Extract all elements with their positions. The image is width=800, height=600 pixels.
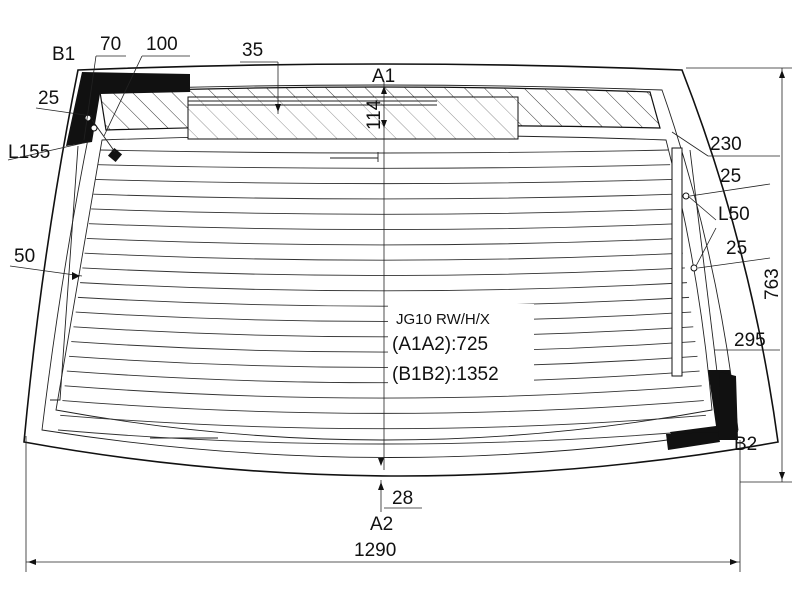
corner-block-b2-fill [718, 372, 738, 440]
part-info-bg [388, 304, 534, 388]
b1-connector [107, 147, 123, 163]
dim-100-line [103, 55, 143, 137]
defroster-line [77, 296, 690, 307]
arrow-head [275, 104, 281, 112]
dim-label-l50: L50 [718, 204, 750, 225]
right-bus-wire [689, 149, 719, 381]
dim-25-right-bottom-leader [697, 257, 771, 269]
dim-25-left-leader [35, 107, 93, 117]
right-terminal [690, 264, 698, 272]
dim-230-leader [671, 131, 709, 157]
point-label-a2: A2 [370, 514, 393, 535]
dim-50-leader [9, 265, 83, 277]
arrow-head [72, 272, 80, 280]
point-label-b2: B2 [734, 434, 757, 455]
part-a1a2: (A1A2):725 [392, 334, 488, 355]
dim-label-25-right-bottom: 25 [726, 238, 747, 259]
defroster-line [57, 429, 709, 445]
part-code: JG10 RW/H/X [396, 311, 490, 328]
defroster-line [80, 282, 687, 292]
defroster-line [73, 326, 694, 338]
b1-terminal [90, 124, 98, 132]
corner-block-bottom-right [666, 432, 720, 450]
arrow-head [381, 120, 387, 128]
defroster-line [66, 370, 700, 384]
arrow-head [28, 559, 36, 565]
shade-band-inner [188, 97, 518, 139]
dim-label-25-right-top: 25 [720, 166, 741, 187]
defroster-line [69, 355, 698, 368]
dim-25-right-top-leader [689, 183, 771, 197]
dim-label-25-left: 25 [38, 88, 59, 109]
dim-70-line [83, 55, 97, 141]
dim-label-70: 70 [100, 34, 121, 55]
defroster-lines [57, 149, 709, 445]
arrow-head [779, 472, 785, 480]
dim-label-763: 763 [762, 268, 783, 300]
dim-label-35: 35 [242, 40, 263, 61]
arrow-head [730, 559, 738, 565]
dim-label-l155: L155 [8, 142, 50, 163]
dim-label-50: 50 [14, 246, 35, 267]
defroster-line [62, 400, 704, 414]
defroster-line [75, 311, 692, 322]
dim-l155-leader [7, 141, 89, 161]
dim-l50-leader [695, 227, 717, 267]
defroster-line [64, 385, 702, 399]
arrow-head [378, 482, 384, 490]
glass-outline [23, 63, 779, 477]
point-label-b1: B1 [52, 44, 75, 65]
ceramic-border [41, 84, 739, 458]
right-terminal [682, 192, 690, 200]
point-label-a1: A1 [372, 66, 395, 87]
defroster-line [60, 414, 706, 430]
defroster-line [71, 341, 696, 353]
dim-label-1290: 1290 [354, 540, 396, 561]
b1-terminal [84, 114, 92, 122]
arrow-head [381, 86, 387, 94]
corner-block-b1 [66, 72, 190, 146]
arrow-head [378, 458, 384, 466]
dim-l50-leader [687, 195, 717, 221]
left-bus-bar [50, 145, 79, 401]
right-bus-bar [671, 147, 683, 377]
dim-label-100: 100 [146, 34, 178, 55]
dim-label-230: 230 [710, 134, 742, 155]
arrow-head [779, 70, 785, 78]
part-b1b2: (B1B2):1352 [392, 364, 499, 385]
dim-label-114: 114 [364, 99, 385, 130]
dim-label-28: 28 [392, 488, 413, 509]
dim-label-295: 295 [734, 330, 766, 351]
defroster-line [82, 267, 685, 276]
